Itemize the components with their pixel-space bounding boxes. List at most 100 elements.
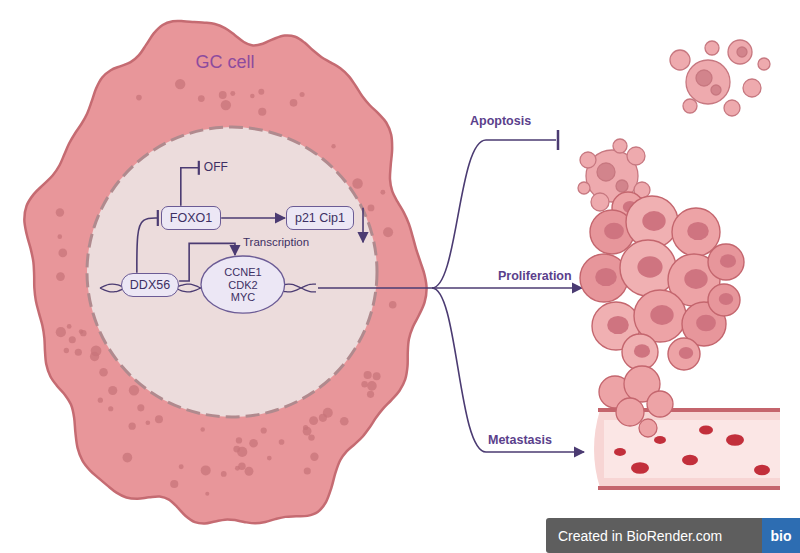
decrease-arrow — [362, 208, 364, 242]
cytoplasm-granule — [237, 447, 247, 457]
cytoplasm-granule — [308, 434, 314, 440]
cytoplasm-granule — [261, 427, 267, 433]
cytoplasm-granule — [352, 178, 362, 188]
cytoplasm-granule — [56, 327, 66, 337]
tumor-cell-nucleus — [604, 223, 624, 240]
state-label: OFF — [204, 161, 228, 175]
red-blood-cell — [754, 465, 770, 475]
outcome-arrow — [432, 287, 582, 289]
apoptotic-cell — [597, 163, 615, 181]
cytoplasm-granule — [79, 329, 83, 333]
transcription-arrow — [179, 243, 235, 281]
outcome-label: Metastasis — [488, 433, 552, 447]
target-gene-oval: CCNE1 CDK2 MYC — [200, 255, 286, 314]
cytoplasm-granule — [221, 100, 231, 110]
cytoplasm-granule — [361, 381, 367, 387]
tumor-cell-nucleus — [687, 222, 709, 240]
cytoplasm-granule — [309, 416, 318, 425]
vessel-lumen — [604, 420, 780, 478]
apoptotic-cell — [696, 70, 712, 86]
logo-box — [762, 518, 800, 553]
tumor-cell-nucleus — [684, 269, 707, 289]
tumor-cell — [620, 240, 676, 296]
cytoplasm-granule — [205, 492, 209, 496]
inhibition-bar — [157, 210, 159, 226]
outcome-arrow — [432, 140, 556, 288]
cytoplasm-granule — [367, 381, 377, 391]
apoptotic-cell — [683, 99, 697, 113]
cytoplasm-granule — [90, 352, 99, 361]
tumor-cell-body — [620, 240, 676, 296]
outcome-arrow — [432, 288, 584, 452]
cytoplasm-granule — [367, 391, 374, 398]
apoptotic-cell — [724, 100, 740, 116]
cytoplasm-granule — [129, 423, 136, 430]
off-switch-bar — [198, 161, 200, 175]
cytoplasm-granule — [56, 208, 64, 216]
cytoplasm-granule — [64, 348, 69, 353]
apoptotic-cell — [728, 40, 752, 64]
tumor-cell-nucleus — [719, 293, 733, 305]
cytoplasm-granule — [129, 385, 139, 395]
metastatic-cell — [616, 398, 644, 426]
cytoplasm-granule — [136, 95, 142, 101]
metastatic-cell — [647, 391, 673, 417]
cytoplasm-granule — [155, 415, 163, 423]
cytoplasm-granule — [219, 91, 227, 99]
cytoplasm-granule — [249, 439, 258, 448]
tumor-cell-nucleus — [650, 305, 673, 325]
tumor-cell-body — [708, 284, 740, 316]
tumor-cell-body — [622, 334, 658, 370]
cytoplasm-granule — [340, 417, 349, 426]
apoptotic-cell — [616, 180, 628, 192]
cytoplasm-granule — [250, 94, 255, 99]
outcome-label: Proliferation — [498, 269, 572, 283]
cytoplasm-granule — [310, 453, 318, 461]
cytoplasm-granule — [373, 372, 381, 380]
cytoplasm-granule — [279, 439, 285, 445]
cytoplasm-granule — [230, 91, 235, 96]
cytoplasm-granule — [67, 324, 72, 329]
red-blood-cell — [614, 448, 626, 456]
cytoplasm-granule — [137, 404, 144, 411]
cytoplasm-granule — [57, 234, 62, 239]
cytoplasm-granule — [179, 464, 184, 469]
tumor-cell-nucleus — [642, 211, 665, 231]
inhibition-bar — [557, 130, 560, 150]
tumor-cell-body — [708, 244, 744, 280]
apoptotic-cell — [737, 47, 747, 57]
cytoplasm-granule — [108, 406, 113, 411]
tumor-cell-nucleus — [607, 316, 629, 334]
cytoplasm-granule — [58, 249, 67, 258]
cytoplasm-granule — [304, 467, 311, 474]
protein-name: p21 Cip1 — [295, 211, 345, 225]
gene-list: CCNE1 CDK2 MYC — [222, 266, 264, 304]
red-blood-cell — [631, 462, 649, 474]
red-blood-cell — [726, 434, 744, 446]
logo-text: bio — [771, 527, 792, 543]
gene-box: DDX56 — [121, 273, 179, 297]
red-blood-cell — [654, 436, 666, 444]
cytoplasm-granule — [300, 92, 305, 97]
apoptotic-cell — [578, 182, 590, 194]
cytoplasm-granule — [364, 371, 372, 379]
cytoplasm-granule — [69, 336, 76, 343]
cytoplasm-granule — [380, 190, 385, 195]
red-blood-cell — [699, 425, 713, 434]
apoptotic-cell — [705, 41, 719, 55]
cytoplasm-granule — [331, 144, 335, 148]
tumor-cell-nucleus — [679, 347, 693, 359]
metastatic-cell — [639, 419, 657, 437]
cytoplasm-granule — [108, 386, 117, 395]
cytoplasm-granule — [383, 227, 393, 237]
apoptotic-cell — [758, 58, 770, 70]
credit-text: Created in BioRender.com — [558, 527, 722, 543]
apoptotic-cell — [591, 193, 609, 211]
cytoplasm-granule — [175, 79, 185, 89]
cytoplasm-granule — [99, 368, 108, 377]
outcome-arrow — [318, 287, 432, 289]
cytoplasm-granule — [146, 420, 151, 425]
red-blood-cell — [682, 455, 698, 465]
